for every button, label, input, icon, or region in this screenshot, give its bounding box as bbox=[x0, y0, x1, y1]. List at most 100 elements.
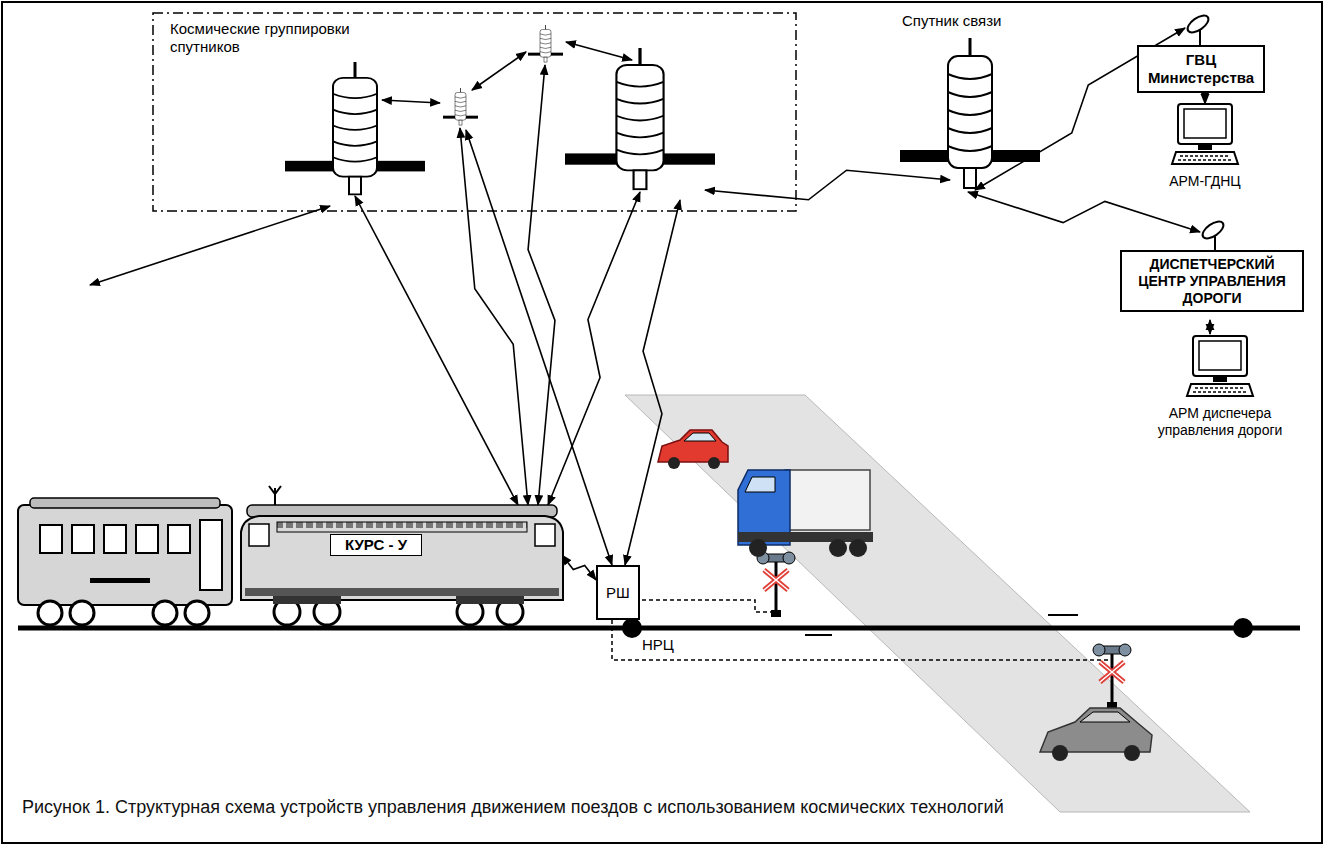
locomotive bbox=[274, 488, 276, 506]
passenger-car bbox=[40, 525, 62, 553]
inter-satellite-links bbox=[90, 206, 330, 285]
railway-track bbox=[1233, 618, 1253, 638]
passenger-car bbox=[168, 525, 190, 553]
antenna-dishes bbox=[1185, 12, 1212, 36]
passenger-car bbox=[72, 525, 94, 553]
satellites bbox=[443, 88, 478, 125]
blue-truck bbox=[785, 470, 870, 530]
computing-centre-box: ГВЦ Министерства bbox=[1137, 45, 1265, 93]
track-circuit-wires bbox=[612, 600, 1112, 690]
satellites bbox=[900, 38, 1040, 188]
locomotive bbox=[249, 524, 269, 546]
inter-satellite-links bbox=[472, 52, 526, 90]
computer-icon bbox=[1170, 102, 1240, 167]
grey-car bbox=[1040, 708, 1152, 752]
workstation: АРМ-ГДНЦ bbox=[1150, 98, 1260, 190]
node-text: РШ bbox=[606, 584, 630, 602]
radio-link bbox=[466, 130, 612, 565]
blue-truck bbox=[829, 539, 847, 557]
antenna-dishes bbox=[1199, 30, 1201, 45]
track-circuit-wires bbox=[628, 600, 778, 612]
radio-link bbox=[528, 65, 555, 505]
passenger-car bbox=[136, 525, 158, 553]
locomotive bbox=[269, 486, 281, 494]
satellite-group: Космические группировки спутников bbox=[152, 12, 797, 212]
crossing-signals bbox=[1093, 644, 1131, 709]
inter-satellite-links bbox=[382, 100, 440, 103]
radio-link bbox=[355, 196, 518, 505]
passenger-car bbox=[38, 601, 62, 625]
crossing-signals bbox=[757, 552, 795, 617]
blue-truck bbox=[738, 470, 873, 557]
computer-icon bbox=[1185, 334, 1255, 399]
inter-satellite-links bbox=[566, 42, 632, 60]
track-circuit-wires bbox=[612, 620, 1112, 690]
node-text: ГВЦ Министерства bbox=[1147, 51, 1255, 87]
radio-link bbox=[625, 200, 680, 565]
antenna-dishes bbox=[1200, 218, 1227, 242]
computer-icon bbox=[1172, 104, 1238, 164]
passenger-car bbox=[70, 601, 94, 625]
radio-link bbox=[1209, 320, 1211, 334]
radio-link bbox=[968, 192, 1200, 232]
antenna-dishes bbox=[1214, 236, 1216, 250]
grey-car bbox=[1124, 745, 1140, 761]
node-text: ДИСПЕТЧЕРСКИЙ ЦЕНТР УПРАВЛЕНИЯ ДОРОГИ bbox=[1130, 256, 1294, 306]
railway-track bbox=[18, 626, 1300, 631]
blue-truck bbox=[749, 539, 767, 557]
locomotive bbox=[535, 524, 555, 546]
road-crossing bbox=[625, 395, 1250, 812]
passenger-car bbox=[30, 498, 220, 508]
locomotive: КУРС - У bbox=[235, 480, 565, 630]
red-car bbox=[708, 457, 720, 469]
satellites bbox=[565, 48, 715, 189]
satellites bbox=[285, 62, 425, 194]
node-text: Спутник связи bbox=[902, 12, 1032, 30]
passenger-car bbox=[153, 601, 177, 625]
railway-track bbox=[622, 618, 642, 638]
grey-car bbox=[1040, 708, 1152, 761]
locomotive bbox=[241, 516, 563, 600]
satellites bbox=[285, 25, 1040, 194]
label-text: НРЦ bbox=[640, 636, 676, 653]
comm-satellite: Спутник связи bbox=[880, 10, 1060, 210]
group-border bbox=[153, 13, 796, 211]
radio-link bbox=[562, 555, 596, 580]
crossing-signals bbox=[757, 552, 1131, 709]
node-text: КУРС - У bbox=[330, 534, 422, 556]
radio-link bbox=[548, 192, 640, 505]
passenger-car bbox=[90, 578, 150, 583]
figure-caption: Рисунок 1. Структурная схема устройств у… bbox=[22, 796, 1307, 819]
radio-link bbox=[460, 128, 528, 505]
passenger-car bbox=[185, 601, 209, 625]
radio-link bbox=[705, 170, 950, 200]
railway-track bbox=[805, 615, 1078, 635]
locomotive bbox=[245, 588, 559, 596]
grey-car bbox=[1080, 712, 1130, 722]
satellites bbox=[528, 25, 563, 62]
node-text: АРМ-ГДНЦ bbox=[1150, 173, 1260, 190]
node-text: АРМ диспечера управления дороги bbox=[1130, 405, 1310, 439]
passenger-car bbox=[18, 498, 232, 625]
passenger-car bbox=[200, 520, 222, 590]
blue-truck bbox=[745, 477, 775, 492]
red-car bbox=[668, 457, 680, 469]
red-car bbox=[684, 433, 716, 441]
node-text: Космические группировки спутников bbox=[170, 20, 360, 56]
passenger-car bbox=[18, 505, 232, 605]
red-car bbox=[658, 430, 728, 469]
locomotive bbox=[456, 596, 524, 604]
grey-car bbox=[1052, 745, 1068, 761]
group-border bbox=[152, 12, 797, 212]
red-car bbox=[658, 430, 728, 462]
road-crossing bbox=[625, 395, 1250, 812]
computer-icon bbox=[1187, 336, 1253, 396]
relay-cabinet: РШ bbox=[596, 565, 640, 620]
locomotive bbox=[277, 522, 527, 532]
blue-truck bbox=[849, 539, 867, 557]
railway-track bbox=[18, 615, 1300, 638]
